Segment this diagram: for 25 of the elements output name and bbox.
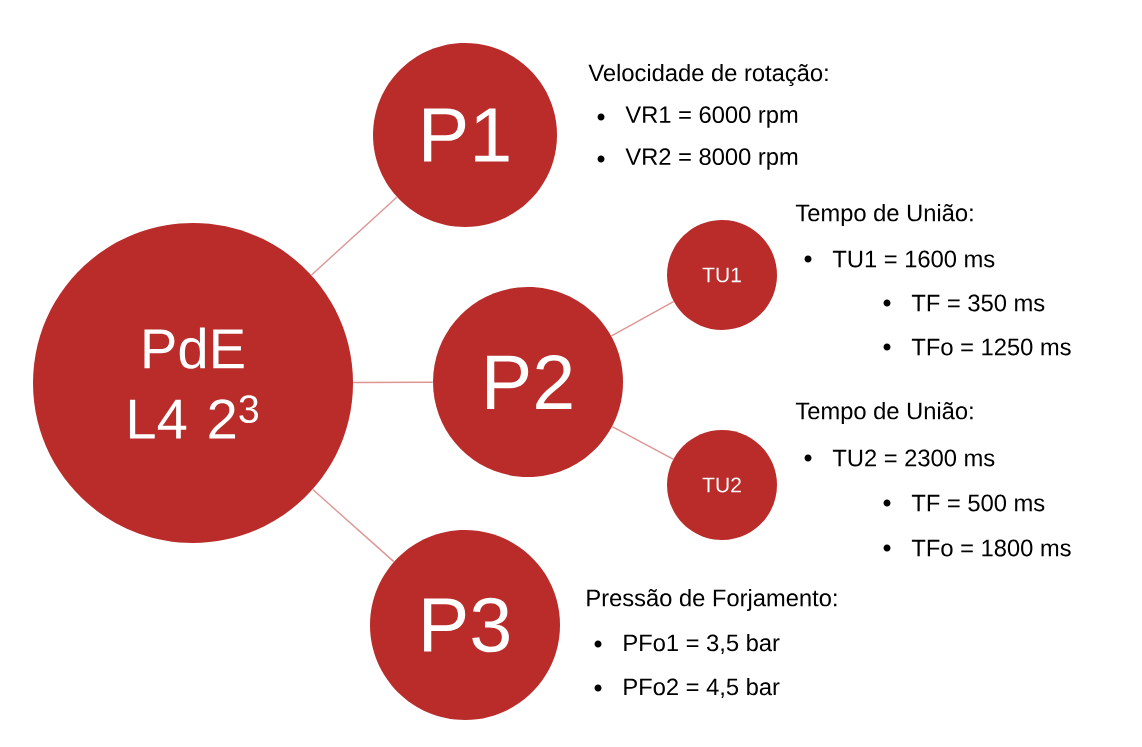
- connector-line: [611, 426, 674, 460]
- list-heading: Velocidade de rotação:: [588, 63, 828, 87]
- circle-node: P1: [373, 43, 557, 227]
- circle-node: TU2: [667, 430, 777, 540]
- bullet-item: VR2 = 8000 rpm: [625, 148, 798, 170]
- bullet-item: TU1 = 1600 ms: [832, 250, 995, 268]
- circle-node: P2: [433, 287, 623, 477]
- bullet-item: TF = 350 ms: [911, 294, 1045, 312]
- bullet-item: TF = 500 ms: [911, 494, 1045, 512]
- connector-line: [310, 196, 398, 276]
- bullet-item: PFo2 = 4,5 bar: [624, 677, 780, 699]
- list-heading: Tempo de União:: [795, 401, 973, 425]
- bullet-item: TU2 = 2300 ms: [832, 449, 995, 467]
- list-heading: Tempo de União:: [795, 203, 973, 227]
- list-heading: Pressão de Forjamento:: [587, 588, 837, 612]
- bullet-item: TFo = 1250 ms: [911, 338, 1071, 356]
- connector-line: [610, 301, 675, 337]
- bullet-item: VR1 = 6000 rpm: [625, 106, 798, 128]
- bullet-item: PFo1 = 3,5 bar: [624, 633, 780, 655]
- circle-node: PdE L4 2$^{3}$: [33, 223, 353, 543]
- circle-node: P3: [370, 530, 560, 720]
- connector-line: [352, 381, 434, 384]
- connector-line: [312, 488, 395, 563]
- bullet-item: TFo = 1800 ms: [911, 539, 1071, 557]
- circle-node: TU1: [667, 220, 777, 330]
